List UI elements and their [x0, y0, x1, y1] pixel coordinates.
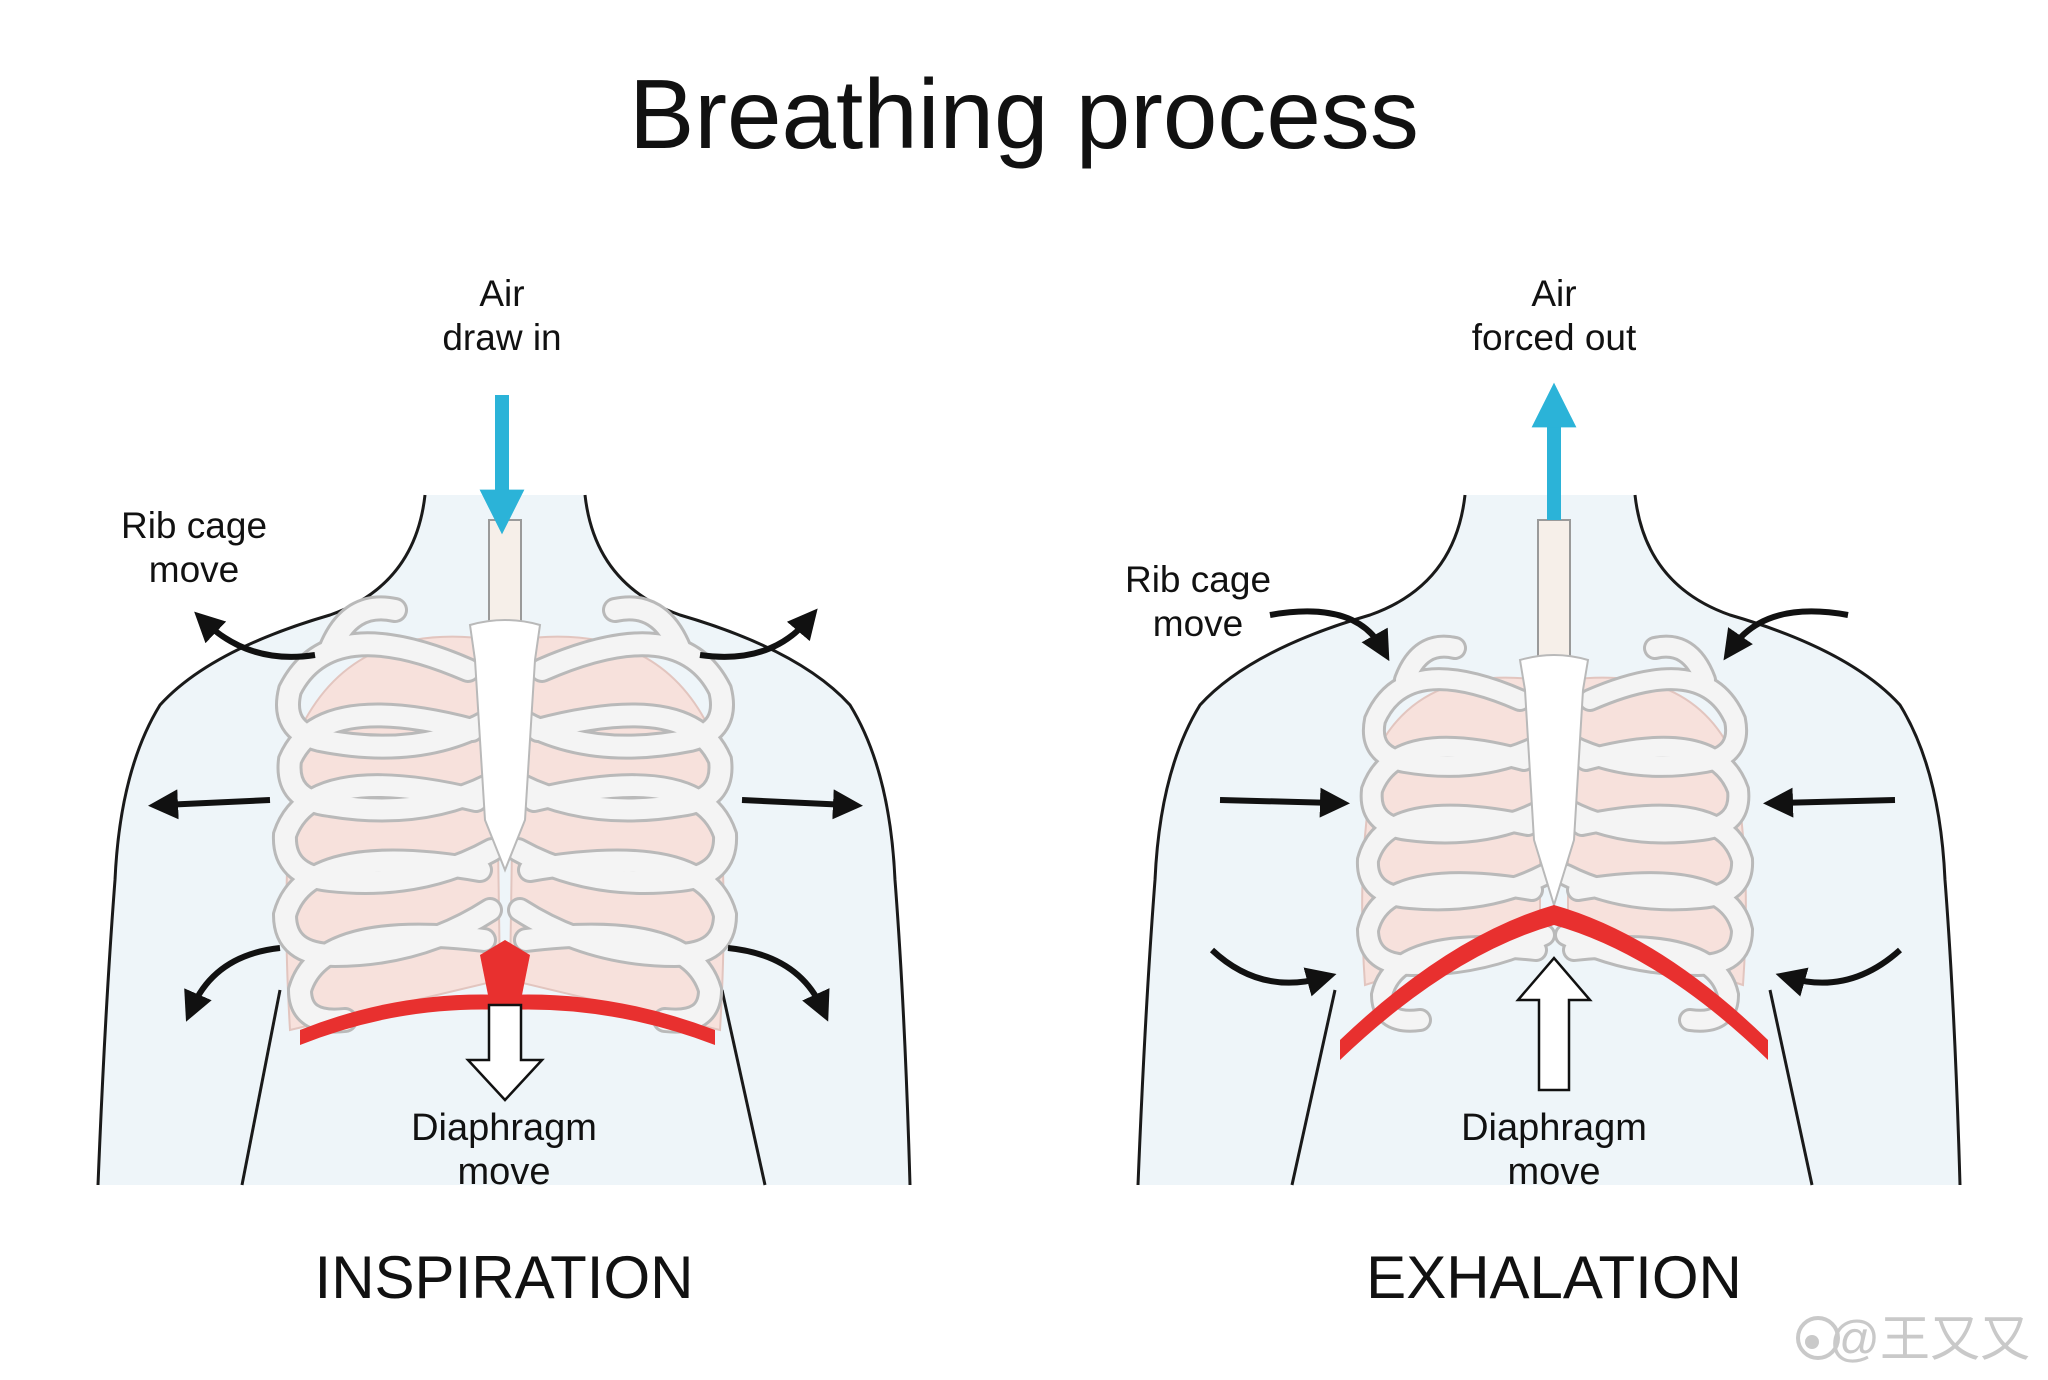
exhalation-air-label-line2: forced out — [1472, 317, 1637, 358]
inspiration-arm-left — [240, 989, 282, 1186]
inspiration-diaphragm-center — [480, 940, 530, 1005]
inspiration-rib-arrow-top-left — [194, 611, 316, 660]
inspiration-panel: Air draw in Rib cage move Diaphragm move… — [96, 273, 912, 1311]
watermark: @王又又 — [1796, 1311, 2030, 1367]
inspiration-rib-arrow-top-right — [699, 608, 818, 660]
weibo-logo-icon — [1796, 1316, 1840, 1360]
exhalation-air-label-line1: Air — [1531, 273, 1576, 314]
inspiration-diaphragm-label-line2: move — [458, 1151, 551, 1193]
exhalation-rib-label-line2: move — [1153, 603, 1243, 644]
exhalation-trachea — [1537, 519, 1571, 666]
exhalation-sternum — [1518, 654, 1590, 909]
inspiration-diaphragm-arrow — [465, 1003, 545, 1102]
exhalation-diaphragm-arrow — [1515, 956, 1593, 1092]
exhalation-rib-label-line1: Rib cage — [1125, 559, 1271, 600]
inspiration-torso-outline-right — [583, 494, 912, 1186]
watermark-text: @王又又 — [1829, 1311, 2030, 1367]
exhalation-rib-arrow-top-right — [1723, 608, 1849, 661]
exhalation-diaphragm — [1340, 905, 1768, 1060]
exhalation-rib-arrow-mid-left — [1219, 787, 1350, 818]
inspiration-torso-outline-left — [96, 494, 427, 1186]
inspiration-rib-arrow-mid-right — [741, 789, 863, 820]
exhalation-rib-arrow-low-left — [1209, 947, 1337, 997]
exhalation-diaphragm-label-line1: Diaphragm — [1461, 1107, 1647, 1149]
inspiration-diaphragm-label-line1: Diaphragm — [411, 1107, 597, 1149]
inspiration-rib-arrow-low-left — [184, 945, 281, 1022]
exhalation-heading: EXHALATION — [1366, 1244, 1742, 1311]
inspiration-heading: INSPIRATION — [315, 1244, 694, 1311]
exhalation-torso-outline-left — [1136, 494, 1467, 1186]
inspiration-trachea — [488, 519, 522, 636]
exhalation-arm-left — [1290, 989, 1337, 1186]
exhalation-arm-right — [1768, 989, 1814, 1186]
inspiration-arm-right — [720, 989, 767, 1186]
exhalation-rib-arrow-mid-right — [1763, 787, 1896, 818]
inspiration-sternum — [468, 619, 542, 873]
exhalation-rib-arrow-top-left — [1269, 608, 1390, 662]
inspiration-rib-arrow-low-right — [727, 945, 830, 1022]
inspiration-air-label-line1: Air — [479, 273, 524, 314]
inspiration-rib-label-line1: Rib cage — [121, 505, 267, 546]
inspiration-diaphragm — [300, 994, 715, 1045]
exhalation-diaphragm-label-line2: move — [1508, 1151, 1601, 1193]
page-title: Breathing process — [629, 59, 1419, 169]
exhalation-torso-outline-right — [1633, 494, 1962, 1186]
inspiration-air-label-line2: draw in — [442, 317, 561, 358]
inspiration-rib-arrow-mid-left — [148, 789, 271, 820]
exhalation-rib-arrow-low-right — [1775, 947, 1903, 997]
inspiration-rib-label-line2: move — [149, 549, 239, 590]
inspiration-ribs — [271, 595, 739, 1034]
exhalation-panel: Air forced out Rib cage move Diaphragm m… — [1125, 273, 1962, 1311]
